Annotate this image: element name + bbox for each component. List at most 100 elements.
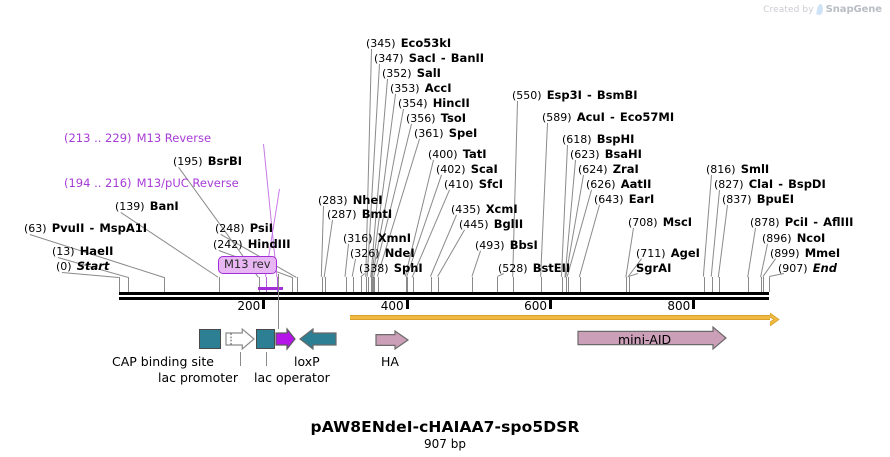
enzyme-label-pvuii[interactable]: (63) PvuII - MspA1I — [24, 221, 147, 234]
enzyme-label-acui[interactable]: (589) AcuI - Eco57MI — [542, 110, 674, 123]
enzyme-label-msci[interactable]: (708) MscI — [628, 215, 692, 228]
enzyme-name: NheI — [352, 193, 383, 207]
enzyme-label-bsphi[interactable]: (618) BspHI — [562, 132, 634, 145]
enzyme-name: BbsI — [509, 238, 538, 252]
feature-lac-promoter[interactable] — [225, 327, 256, 351]
enzyme-label-bsrbi[interactable]: (195) BsrBI — [173, 154, 242, 167]
enzyme-separator: - — [587, 88, 592, 102]
enzyme-label-xmni[interactable]: (316) XmnI — [343, 231, 411, 244]
enzyme-label-bsahi[interactable]: (623) BsaHI — [570, 147, 642, 160]
enzyme-label-sphi[interactable]: (338) SphI — [359, 261, 423, 274]
feature-mini-aid[interactable] — [577, 325, 728, 351]
enzyme-label-sfci[interactable]: (410) SfcI — [444, 177, 503, 190]
primer-box-m13-rev[interactable]: M13 rev — [218, 256, 277, 274]
enzyme-label-ndei[interactable]: (326) NdeI — [350, 246, 415, 259]
cut-site-tick — [769, 277, 770, 292]
enzyme-position: (643) — [594, 193, 624, 206]
enzyme-name: XmnI — [377, 231, 412, 245]
enzyme-label-pcii[interactable]: (878) PciI - AflIII — [750, 215, 853, 228]
cut-site-tick — [703, 277, 705, 292]
enzyme-label-bglii[interactable]: (445) BglII — [459, 217, 523, 230]
enzyme-label-nhei[interactable]: (283) NheI — [318, 193, 383, 206]
feature-ha[interactable] — [375, 329, 410, 351]
ruler-tick-label: 600 — [524, 299, 547, 313]
enzyme-position: (708) — [628, 216, 658, 229]
enzyme-label-bsteii[interactable]: (528) BstEII — [498, 261, 570, 274]
watermark-prefix: Created by — [763, 4, 814, 15]
label-leader-line — [540, 122, 548, 278]
label-leader-line — [323, 219, 333, 277]
orf-arrow[interactable] — [350, 315, 770, 320]
enzyme-label-bmti[interactable]: (287) BmtI — [327, 207, 392, 220]
cut-site-tick — [405, 277, 407, 292]
cut-site-tick — [430, 277, 432, 292]
feature-cap-binding-site[interactable] — [199, 329, 221, 349]
enzyme-separator: - — [609, 110, 615, 124]
enzyme-label-end[interactable]: (907) End — [778, 261, 837, 274]
enzyme-label-sgrai[interactable]: SgrAI — [636, 261, 671, 274]
primer-label-m13-reverse[interactable]: (213 .. 229) M13 Reverse — [64, 131, 211, 144]
enzyme-name: ZraI — [612, 162, 639, 176]
enzyme-label-acci[interactable]: (353) AccI — [390, 81, 452, 94]
enzyme-label-sali[interactable]: (352) SalI — [382, 66, 441, 79]
enzyme-position: (287) — [327, 208, 357, 221]
label-leader-line — [437, 229, 465, 277]
enzyme-label-hincii[interactable]: (354) HincII — [398, 96, 470, 109]
cut-site-tick — [352, 277, 354, 292]
enzyme-position: (242) — [213, 238, 243, 251]
feature-label-lac-promoter: lac promoter — [158, 370, 238, 385]
cut-site-tick — [372, 277, 374, 292]
enzyme-label-agei[interactable]: (711) AgeI — [636, 246, 700, 259]
enzyme-label-zrai[interactable]: (624) ZraI — [578, 162, 639, 175]
cut-site-tick — [567, 277, 569, 292]
enzyme-label-scai[interactable]: (402) ScaI — [436, 162, 498, 175]
cut-site-tick — [472, 277, 474, 292]
enzyme-label-spei[interactable]: (361) SpeI — [414, 126, 477, 139]
enzyme-label-xcmi[interactable]: (435) XcmI — [451, 202, 518, 215]
enzyme-label-clai[interactable]: (827) ClaI - BspDI — [714, 177, 826, 190]
feature-unnamed-3[interactable] — [275, 327, 297, 351]
enzyme-label-start[interactable]: (0) Start — [56, 259, 109, 272]
label-leader-line — [717, 204, 728, 278]
cut-site-tick — [345, 277, 347, 292]
enzyme-label-saci[interactable]: (347) SacI - BanII — [374, 51, 484, 64]
enzyme-label-bani[interactable]: (139) BanI — [115, 199, 179, 212]
enzyme-name: XcmI — [485, 202, 518, 216]
feature-loxp[interactable] — [299, 327, 338, 351]
feature-label-lac-operator: lac operator — [254, 370, 330, 385]
enzyme-label-haeii[interactable]: (13) HaeII — [52, 244, 113, 257]
primer-name: M13/pUC Reverse — [136, 176, 239, 190]
primer-label-m13-puc-reverse[interactable]: (194 .. 216) M13/pUC Reverse — [64, 176, 239, 189]
ruler-major-tick — [405, 300, 409, 309]
enzyme-position: (878) — [750, 216, 780, 229]
label-leader-line — [747, 227, 756, 277]
enzyme-label-tsoi[interactable]: (356) TsoI — [406, 111, 466, 124]
enzyme-label-esp3i[interactable]: (550) Esp3I - BsmBI — [512, 88, 638, 101]
sequence-length: 907 bp — [424, 437, 466, 451]
cut-site-tick — [119, 277, 120, 292]
enzyme-label-eco53ki[interactable]: (345) Eco53kI — [366, 36, 451, 49]
enzyme-label-psii[interactable]: (248) PsiI — [215, 221, 273, 234]
enzyme-label-aatii[interactable]: (626) AatII — [586, 177, 651, 190]
enzyme-label-tati[interactable]: (400) TatI — [428, 147, 487, 160]
enzyme-name: TsoI — [440, 111, 467, 125]
enzyme-label-bpuei[interactable]: (837) BpuEI — [722, 192, 794, 205]
enzyme-label-bbsi[interactable]: (493) BbsI — [475, 238, 538, 251]
cut-site-tick — [361, 277, 363, 292]
enzyme-name: BsaHI — [604, 147, 642, 161]
cut-site-tick — [718, 277, 720, 292]
enzyme-name: SfcI — [478, 177, 504, 191]
feature-label-mini-aid: mini-AID — [618, 332, 672, 347]
enzyme-label-smli[interactable]: (816) SmlI — [706, 162, 769, 175]
enzyme-label-mmei[interactable]: (899) MmeI — [770, 246, 840, 259]
enzyme-name: BspHI — [596, 132, 635, 146]
enzyme-label-hindiii[interactable]: (242) HindIII — [213, 237, 291, 250]
feature-leader-line — [240, 352, 241, 366]
enzyme-label-eari[interactable]: (643) EarI — [594, 192, 654, 205]
ruler-tick-label: 200 — [237, 299, 261, 313]
enzyme-position: (316) — [343, 232, 373, 245]
feature-lac-operator[interactable] — [256, 329, 275, 349]
enzyme-label-ncoi[interactable]: (896) NcoI — [762, 231, 825, 244]
enzyme-position: (623) — [570, 148, 600, 161]
